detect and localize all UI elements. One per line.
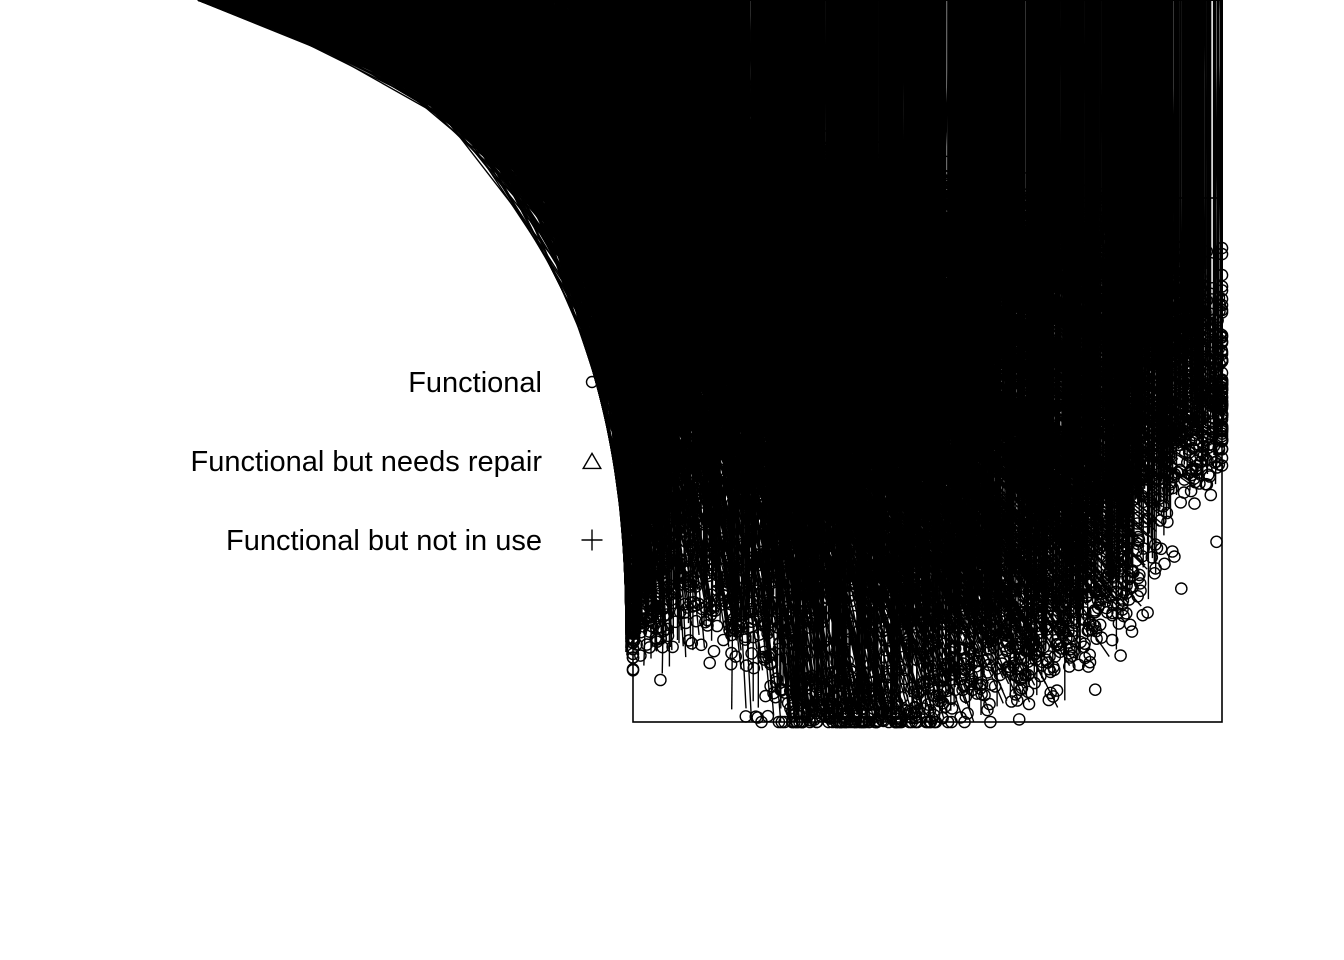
point-circle — [1204, 488, 1218, 502]
point-circle — [729, 650, 743, 663]
point-circle — [1066, 624, 1079, 638]
point-circle — [1050, 684, 1064, 697]
point-circle — [699, 615, 712, 629]
legend-label-1: Functional — [408, 367, 542, 399]
point-circle — [1174, 496, 1187, 509]
legend-label-3: Functional but not in use — [226, 525, 542, 557]
point-circle — [1199, 453, 1212, 466]
point-circle — [1082, 660, 1095, 673]
point-circle — [1043, 650, 1056, 663]
point-circle — [745, 647, 758, 660]
point-circle — [1044, 686, 1057, 700]
point-circle — [654, 673, 667, 687]
point-circle — [1114, 649, 1127, 662]
point-circle — [685, 637, 699, 650]
point-circle — [969, 641, 983, 654]
point-circle — [1188, 497, 1201, 510]
points-layer — [197, 0, 1229, 729]
point-circle — [1066, 629, 1079, 643]
point-circle — [1200, 478, 1214, 491]
point-circle — [1168, 550, 1181, 563]
point-circle — [759, 689, 772, 703]
point-circle — [936, 696, 950, 710]
point-circle — [694, 638, 708, 652]
point-circle — [1072, 658, 1085, 672]
legend-label-2: Functional but needs repair — [191, 446, 543, 478]
legend-symbol-plus — [581, 529, 603, 551]
point-circle — [1088, 619, 1102, 633]
point-circle — [1158, 557, 1171, 571]
point-circle — [1015, 681, 1029, 695]
legend-symbol-triangle — [581, 451, 603, 470]
point-circle — [1039, 653, 1053, 667]
point-circle — [1210, 535, 1223, 549]
point-circle — [1182, 466, 1196, 480]
point-circle — [1133, 577, 1147, 590]
point-circle — [1090, 632, 1103, 646]
point-circle — [1022, 697, 1036, 711]
point-circle — [1100, 601, 1113, 615]
point-circle — [1088, 683, 1102, 697]
point-circle — [660, 622, 674, 636]
point-circle — [1125, 625, 1139, 638]
point-circle — [1141, 606, 1154, 619]
point-circle — [1175, 582, 1188, 595]
point-circle — [1112, 617, 1126, 630]
point-circle — [1012, 713, 1026, 726]
point-circle — [1078, 651, 1092, 665]
point-circle — [707, 644, 721, 658]
point-circle — [981, 703, 994, 717]
point-circle — [703, 656, 717, 670]
point-circle — [961, 707, 974, 720]
point-circle — [1005, 695, 1018, 708]
point-circle — [1063, 660, 1076, 673]
point-circle — [634, 649, 647, 662]
point-circle — [740, 659, 753, 672]
point-circle — [1161, 515, 1174, 529]
point-circle — [666, 640, 679, 654]
point-circle — [640, 638, 654, 651]
